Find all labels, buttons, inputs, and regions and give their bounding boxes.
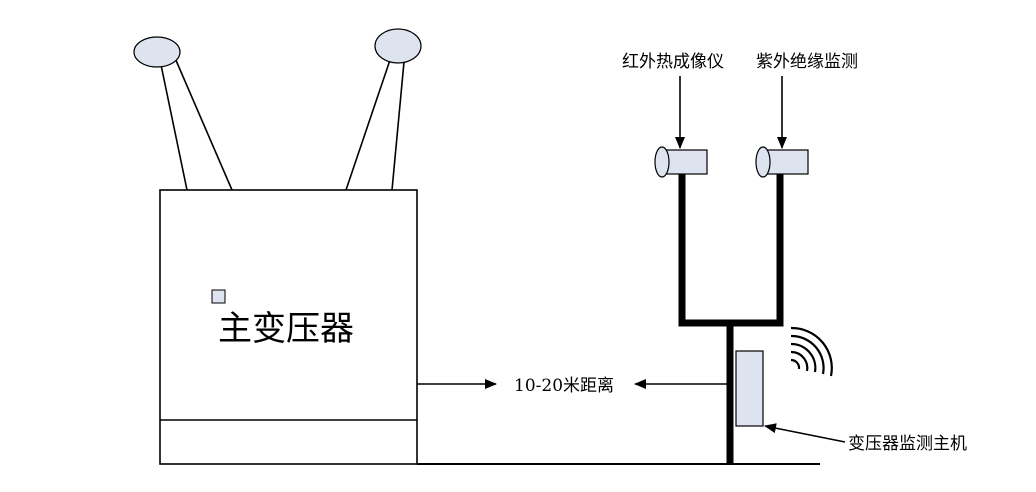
uv-detection-label: 紫外绝缘监测 [756,52,858,72]
monitor-host-label: 变压器监测主机 [848,434,967,454]
monitor-host-arrow [764,423,846,443]
infrared-camera-device [654,146,708,178]
transformer-body [159,189,418,465]
infrared-camera-label: 红外热成像仪 [622,52,724,72]
transformer-bushing-right [345,28,422,191]
monitor-host-box [735,350,764,427]
uv-detector-device [755,146,809,178]
mounting-pole [678,172,784,463]
distance-label: 10-20米距离 [514,376,614,396]
transformer-bushing-left [133,36,233,191]
wireless-signal-icon [790,326,833,377]
transformer-label: 主变压器 [218,309,354,349]
